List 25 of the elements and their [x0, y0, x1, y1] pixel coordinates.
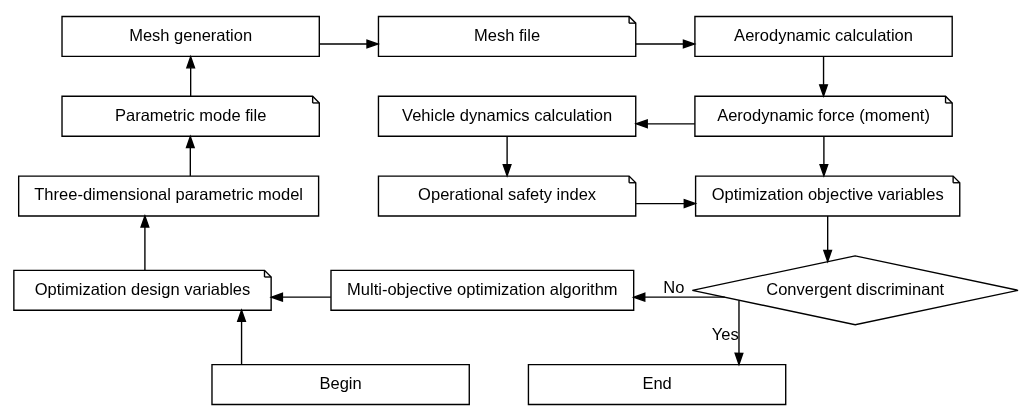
- node-box: Three-dimensional parametric model: [18, 174, 320, 217]
- node-diamond: Convergent discriminant: [691, 254, 1019, 325]
- arrow: [634, 118, 696, 129]
- arrow: [822, 214, 833, 263]
- node-box: Begin: [211, 363, 470, 405]
- edge-label: No: [663, 277, 685, 295]
- edge-label: Yes: [711, 324, 739, 343]
- arrow: [185, 134, 196, 177]
- node-box: Aerodynamic calculation: [694, 15, 953, 57]
- arrow: [818, 55, 829, 98]
- arrow: [185, 54, 196, 97]
- arrow: [635, 198, 698, 208]
- arrow: [819, 135, 829, 178]
- arrow: [502, 135, 512, 178]
- node-box: Vehicle dynamics calculation: [377, 95, 637, 137]
- arrow: [318, 38, 381, 49]
- arrow: [635, 38, 697, 49]
- arrow: [269, 291, 332, 302]
- node-box: Mesh generation: [61, 15, 320, 57]
- arrow: [140, 213, 150, 271]
- node-box: Multi-objective optimization algorithm: [330, 269, 635, 311]
- arrow: [236, 307, 247, 365]
- arrow: [734, 299, 744, 366]
- arrow: [631, 291, 726, 302]
- node-box: End: [527, 363, 787, 405]
